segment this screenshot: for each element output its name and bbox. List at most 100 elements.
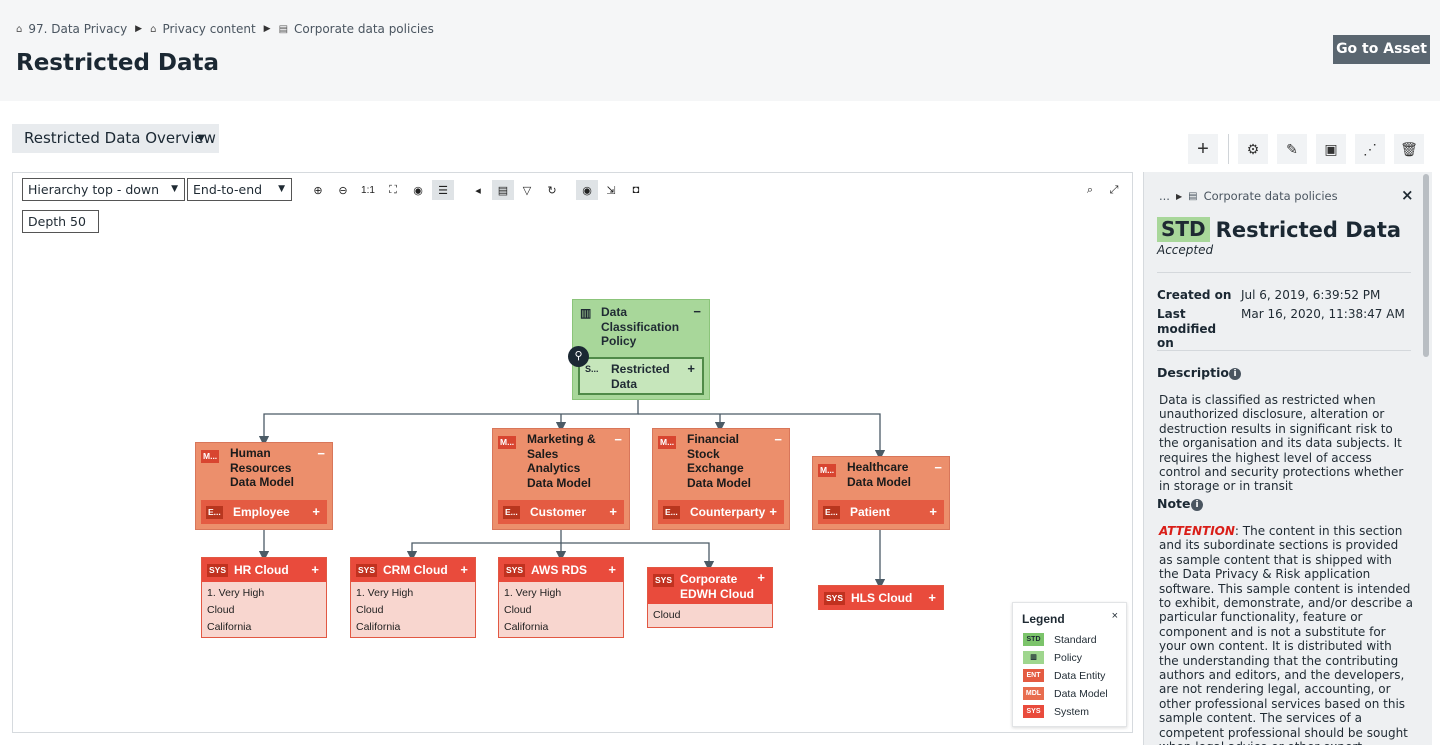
note-body: : The content in this section and its su…	[1159, 524, 1413, 745]
entity-node[interactable]: E... Patient +	[818, 500, 944, 524]
location-pin-icon: ⚲	[568, 346, 589, 367]
refresh-button[interactable]: ↻	[542, 180, 562, 200]
data-model-node[interactable]: M... Healthcare Data Model − E... Patien…	[812, 456, 950, 530]
add-button[interactable]: +	[1188, 134, 1218, 164]
list-button[interactable]: ☰	[432, 180, 454, 200]
system-name: HLS Cloud	[851, 591, 913, 605]
expand-icon[interactable]: +	[311, 562, 319, 577]
actual-size-label: 1:1	[361, 184, 375, 196]
expand-icon[interactable]: +	[460, 562, 468, 577]
layout-select[interactable]: Hierarchy top - down▼	[22, 178, 185, 201]
collapse-icon[interactable]: −	[317, 446, 325, 461]
edit-button[interactable]: ✎	[1277, 134, 1307, 164]
legend-title: Legend	[1022, 612, 1065, 626]
zoom-out-icon: ⊖	[338, 184, 348, 197]
document-icon: ▤	[278, 23, 289, 35]
model-tag: M...	[818, 464, 837, 477]
expand-icon[interactable]: +	[769, 504, 777, 519]
delete-button[interactable]: 🗑	[1394, 134, 1424, 164]
notes-button[interactable]: ▤	[492, 180, 514, 200]
chevron-right-icon: ▶	[263, 24, 271, 34]
system-detail: Cloud	[653, 609, 681, 621]
expand-icon: ⤢	[1109, 183, 1119, 196]
model-name: Financial Stock Exchange Data Model	[687, 432, 752, 490]
expand-icon[interactable]: +	[609, 504, 617, 519]
entity-node[interactable]: E... Employee +	[201, 500, 327, 524]
data-model-node[interactable]: M... Marketing & Sales Analytics Data Mo…	[492, 428, 630, 530]
entity-name: Employee	[233, 505, 290, 519]
model-name: Human Resources Data Model	[230, 446, 295, 489]
actual-size-button[interactable]: 1:1	[358, 180, 378, 200]
collapse-icon[interactable]: −	[614, 432, 622, 447]
scope-select[interactable]: End-to-end▼	[187, 178, 292, 201]
go-to-asset-button[interactable]: Go to Asset	[1333, 35, 1430, 64]
system-name: Corporate EDWH Cloud	[680, 572, 754, 601]
breadcrumb: ⌂ 97. Data Privacy ▶ ⌂ Privacy content ▶…	[16, 22, 434, 36]
visibility-button[interactable]: ◉	[576, 180, 598, 200]
info-icon[interactable]: i	[1229, 368, 1241, 380]
fullscreen-button[interactable]: ⤢	[1104, 180, 1124, 200]
legend-label: System	[1054, 705, 1090, 718]
entity-node[interactable]: E... Counterparty +	[658, 500, 784, 524]
toolbar-divider	[1228, 134, 1229, 164]
expand-icon[interactable]: +	[312, 504, 320, 519]
data-model-node[interactable]: M... Financial Stock Exchange Data Model…	[652, 428, 790, 530]
scrollbar[interactable]	[1423, 174, 1429, 357]
data-model-node[interactable]: M... Human Resources Data Model − E... E…	[195, 442, 333, 530]
export-button[interactable]: ⇲	[601, 180, 621, 200]
policy-node[interactable]: ▥ Data Classification Policy − S... Rest…	[572, 299, 710, 400]
legend-swatch: STD	[1023, 633, 1044, 646]
system-tag: SYS	[207, 564, 229, 577]
expand-icon[interactable]: +	[929, 504, 937, 519]
entity-node[interactable]: E... Customer +	[498, 500, 624, 524]
zoom-in-button[interactable]: ⊕	[308, 180, 328, 200]
settings-icon: ⚙	[1246, 140, 1260, 157]
standard-node[interactable]: S... Restricted Data +	[578, 357, 704, 395]
collapse-icon[interactable]: −	[693, 304, 701, 319]
model-tag: M...	[201, 450, 220, 463]
zoom-out-button[interactable]: ⊖	[333, 180, 353, 200]
info-icon[interactable]: i	[1191, 499, 1203, 511]
snapshot-button[interactable]: ◘	[626, 180, 646, 200]
divider	[1157, 272, 1411, 273]
standard-name: Restricted Data	[611, 362, 670, 391]
view-selector[interactable]: Restricted Data Overview ▼	[12, 124, 219, 153]
close-icon[interactable]: ×	[1111, 610, 1118, 622]
tag-icon: ◂	[475, 184, 481, 197]
breadcrumb-item[interactable]: Corporate data policies	[294, 22, 434, 36]
save-icon: ▣	[1324, 140, 1338, 157]
close-icon[interactable]: ×	[1401, 186, 1414, 204]
search-button[interactable]: ⌕	[1080, 180, 1100, 200]
expand-icon[interactable]: +	[608, 562, 616, 577]
system-detail: 1. Very High	[504, 587, 562, 599]
model-name: Marketing & Sales Analytics Data Model	[527, 432, 596, 490]
chevron-down-icon: ▼	[278, 184, 285, 194]
save-button[interactable]: ▣	[1316, 134, 1346, 164]
camera-icon: ◘	[632, 184, 640, 196]
label-button[interactable]: ◂	[468, 180, 488, 200]
navigate-button[interactable]: ◉	[408, 180, 428, 200]
collapse-icon[interactable]: −	[774, 432, 782, 447]
share-button[interactable]: ⋰	[1355, 134, 1385, 164]
depth-input[interactable]: Depth 50	[22, 210, 99, 233]
breadcrumb-more[interactable]: ...	[1159, 189, 1170, 203]
settings-button[interactable]: ⚙	[1238, 134, 1268, 164]
system-name: AWS RDS	[531, 563, 588, 577]
breadcrumb-item[interactable]: Privacy content	[162, 22, 256, 36]
breadcrumb-item[interactable]: 97. Data Privacy	[28, 22, 128, 36]
expand-icon[interactable]: +	[757, 570, 765, 585]
collapse-icon[interactable]: −	[934, 460, 942, 475]
fit-button[interactable]: ⛶	[383, 180, 403, 200]
detail-breadcrumb: ... ▶ ▤ Corporate data policies	[1159, 189, 1338, 203]
expand-icon[interactable]: +	[687, 361, 695, 376]
breadcrumb-item[interactable]: Corporate data policies	[1203, 189, 1338, 203]
expand-icon[interactable]: +	[928, 590, 936, 605]
filter-button[interactable]: ▽	[517, 180, 537, 200]
detail-panel: ... ▶ ▤ Corporate data policies × STD Re…	[1143, 172, 1432, 745]
